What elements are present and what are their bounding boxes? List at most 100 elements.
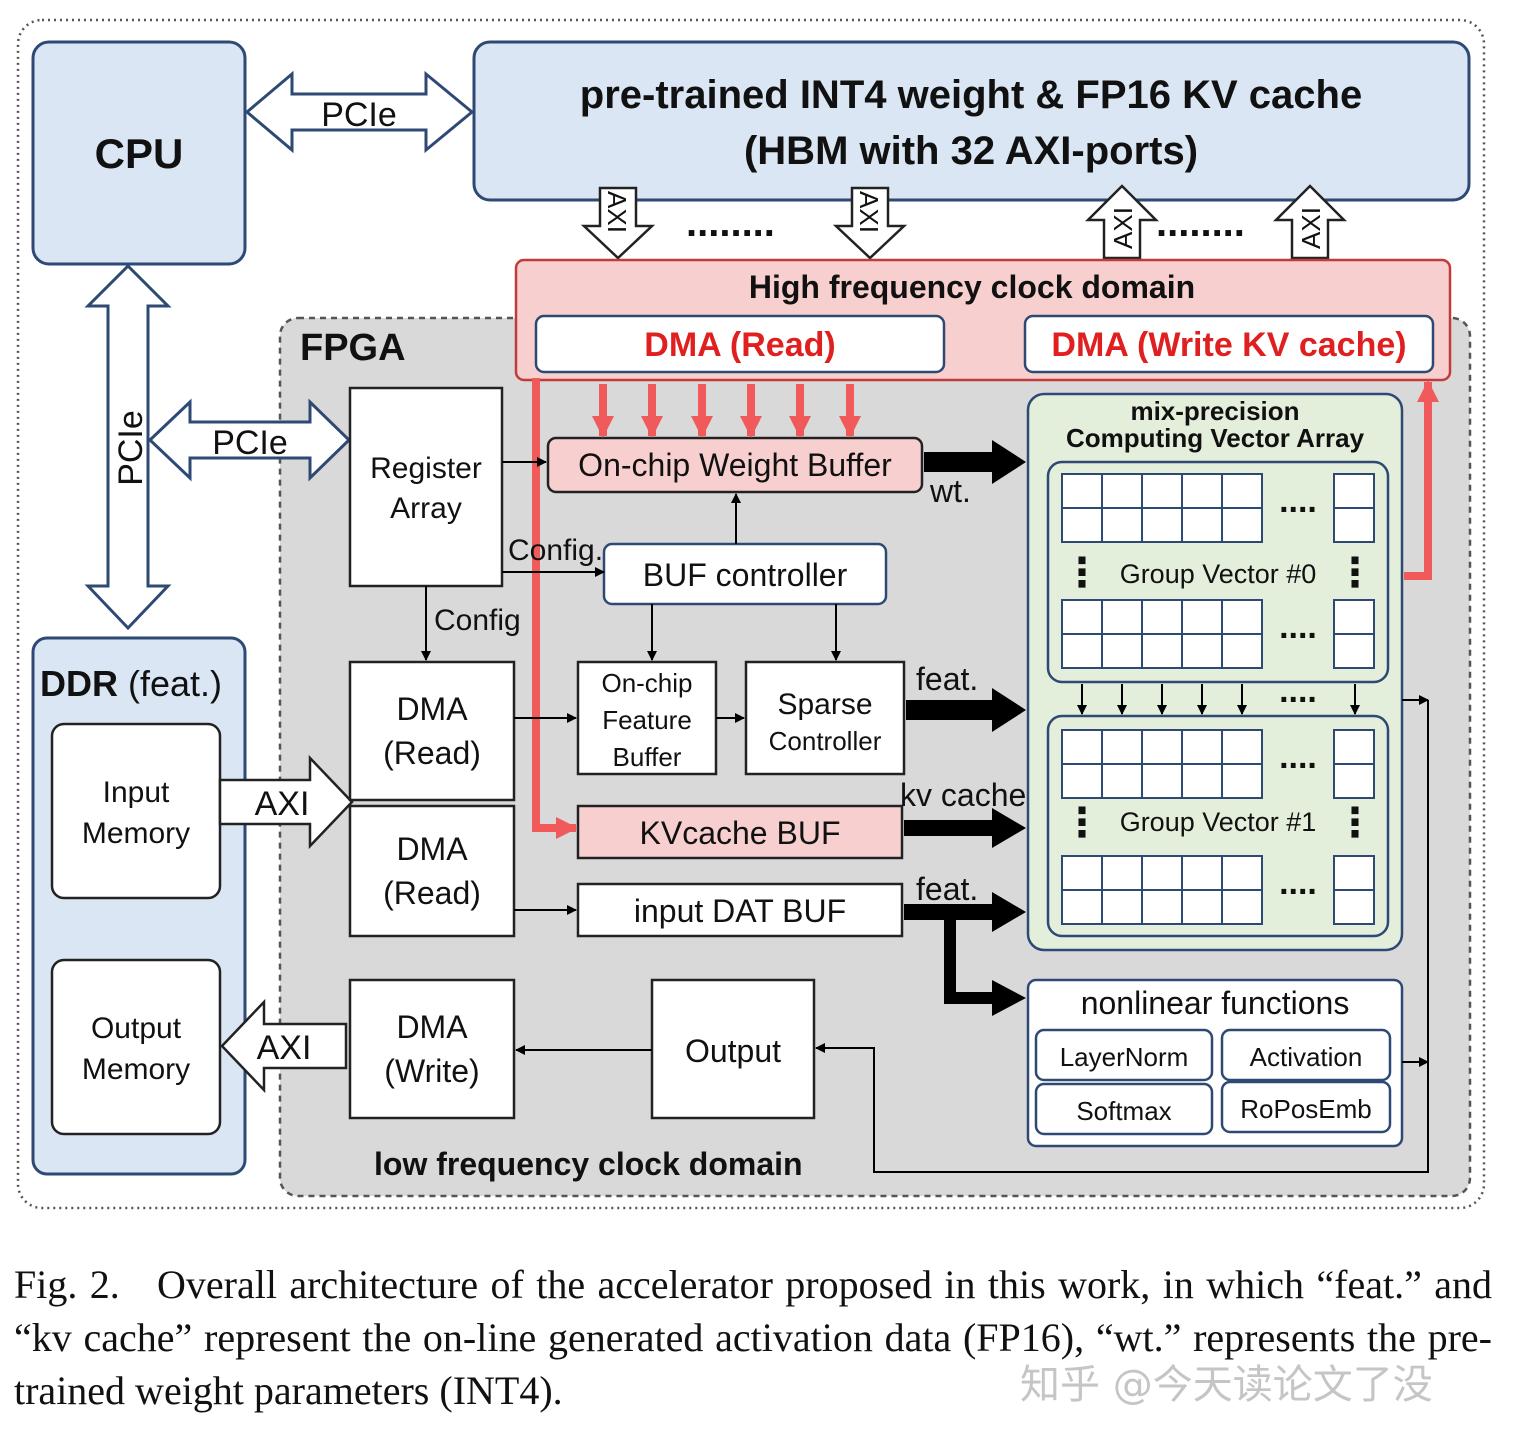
dma-read-1-line1: DMA — [396, 691, 468, 727]
register-array-box — [348, 386, 504, 588]
pe-grid — [1061, 855, 1375, 925]
input-memory-line1: Input — [103, 776, 170, 809]
axi-up-arrow-1 — [1084, 184, 1160, 260]
kvcache-buf-box — [576, 804, 904, 860]
axi-down-arrow-2 — [832, 186, 908, 260]
pe-cell — [1061, 889, 1103, 925]
pe-cell — [1061, 599, 1103, 635]
roposemb-label: RoPosEmb — [1240, 1094, 1372, 1124]
input-memory-box — [50, 722, 222, 900]
pe-cell-last — [1333, 633, 1375, 669]
activation-label: Activation — [1250, 1042, 1363, 1072]
input-dat-buf-label: input DAT BUF — [634, 893, 846, 929]
pe-cell — [1141, 507, 1183, 543]
pe-cell — [1141, 599, 1183, 635]
group-connect-arrows — [1077, 684, 1360, 715]
dma-read-1-box — [348, 660, 516, 802]
sparse-controller-box — [744, 660, 906, 776]
dma-write-line1: DMA — [396, 1009, 468, 1045]
pe-cell-last — [1333, 889, 1375, 925]
dma-read-hf-box — [534, 314, 946, 374]
axi-dots-2: ........ — [1156, 201, 1245, 245]
register-array-line2: Array — [390, 492, 462, 525]
output-label: Output — [685, 1033, 781, 1069]
watermark: 知乎 @今天读论文了没 — [1020, 1362, 1433, 1408]
pe-cell — [1061, 633, 1103, 669]
buf-controller-label: BUF controller — [643, 557, 848, 593]
pe-cell — [1221, 889, 1263, 925]
axi-in-label: AXI — [255, 785, 310, 823]
pe-cell — [1061, 507, 1103, 543]
dma-write-hf-label: DMA (Write KV cache) — [1051, 326, 1406, 364]
layernorm-box — [1034, 1028, 1214, 1082]
pe-cell — [1061, 855, 1103, 891]
sparse-controller-line2: Controller — [769, 726, 882, 756]
axi-down-label-1: AXI — [602, 191, 632, 233]
pe-cell — [1101, 729, 1143, 765]
kvcache-write-red-line — [1404, 380, 1439, 580]
axi-dots-1: ........ — [686, 201, 775, 245]
feat-label-2: feat. — [916, 871, 978, 907]
hbm-subtitle: (HBM with 32 AXI-ports) — [744, 129, 1198, 173]
hbm-title: pre-trained INT4 weight & FP16 KV cache — [580, 73, 1362, 117]
axi-down-arrow-1 — [580, 186, 656, 260]
output-memory-line1: Output — [91, 1012, 182, 1045]
pe-cell-last — [1333, 599, 1375, 635]
output-memory-box — [50, 958, 222, 1136]
pe-cell — [1221, 599, 1263, 635]
feature-buffer-line3: Buffer — [613, 742, 682, 772]
pe-cell — [1181, 473, 1223, 509]
hdots-row2: .... — [1279, 608, 1317, 646]
figure-caption: Fig. 2. Overall architecture of the acce… — [14, 1258, 1492, 1417]
register-array-line1: Register — [370, 452, 482, 485]
pe-cell — [1221, 507, 1263, 543]
pe-cell — [1221, 763, 1263, 799]
architecture-diagram: FPGA low frequency clock domain CPU pre-… — [16, 18, 1486, 1210]
pe-cell — [1221, 473, 1263, 509]
pe-cell-last — [1333, 855, 1375, 891]
axi-up-arrow-2 — [1272, 184, 1348, 260]
vector-array-title2: Computing Vector Array — [1066, 423, 1365, 453]
layernorm-label: LayerNorm — [1060, 1042, 1189, 1072]
pe-cell — [1141, 889, 1183, 925]
pe-cell — [1101, 633, 1143, 669]
pe-cell — [1141, 763, 1183, 799]
pcie-top-label: PCIe — [321, 96, 397, 134]
dma-read-2-box — [348, 804, 516, 938]
pe-cell-last — [1333, 729, 1375, 765]
pe-cell — [1141, 633, 1183, 669]
dma-read-2-line2: (Read) — [383, 875, 481, 911]
pe-cell — [1181, 763, 1223, 799]
pe-cell — [1181, 855, 1223, 891]
pe-cell-last — [1333, 473, 1375, 509]
dma-read-1-line2: (Read) — [383, 735, 481, 771]
weight-buffer-box — [546, 436, 924, 494]
pe-grid — [1061, 729, 1375, 799]
vdots-g1-left: ⋮ — [1062, 801, 1102, 845]
axi-up-label-1: AXI — [1108, 207, 1138, 249]
ddr-label-bold: DDR — [40, 663, 118, 704]
kvcache-read-red-line — [532, 378, 578, 839]
hdots-row3: .... — [1279, 738, 1317, 776]
softmax-label: Softmax — [1076, 1096, 1171, 1126]
group-vector-0-label: Group Vector #0 — [1120, 559, 1317, 589]
pe-cell — [1101, 763, 1143, 799]
hdots-row4: .... — [1279, 864, 1317, 902]
outer-frame — [16, 18, 1486, 1210]
nonlinear-title: nonlinear functions — [1081, 985, 1350, 1021]
pe-cell — [1101, 507, 1143, 543]
axi-out-label: AXI — [257, 1029, 312, 1067]
pe-cell — [1181, 599, 1223, 635]
pe-cell — [1181, 729, 1223, 765]
low-freq-label: low frequency clock domain — [374, 1146, 803, 1182]
thick-data-arrows — [904, 440, 1026, 1016]
input-memory-line2: Memory — [82, 817, 190, 850]
pe-cell — [1061, 763, 1103, 799]
feat-label-1: feat. — [916, 661, 978, 697]
pe-cell — [1141, 473, 1183, 509]
group-vector-1-label: Group Vector #1 — [1120, 807, 1317, 837]
vdots-g0-left: ⋮ — [1062, 551, 1102, 595]
pcie-fpga-label: PCIe — [212, 424, 288, 462]
config-label-1: Config. — [508, 534, 603, 567]
pcie-top-arrow — [244, 70, 475, 154]
